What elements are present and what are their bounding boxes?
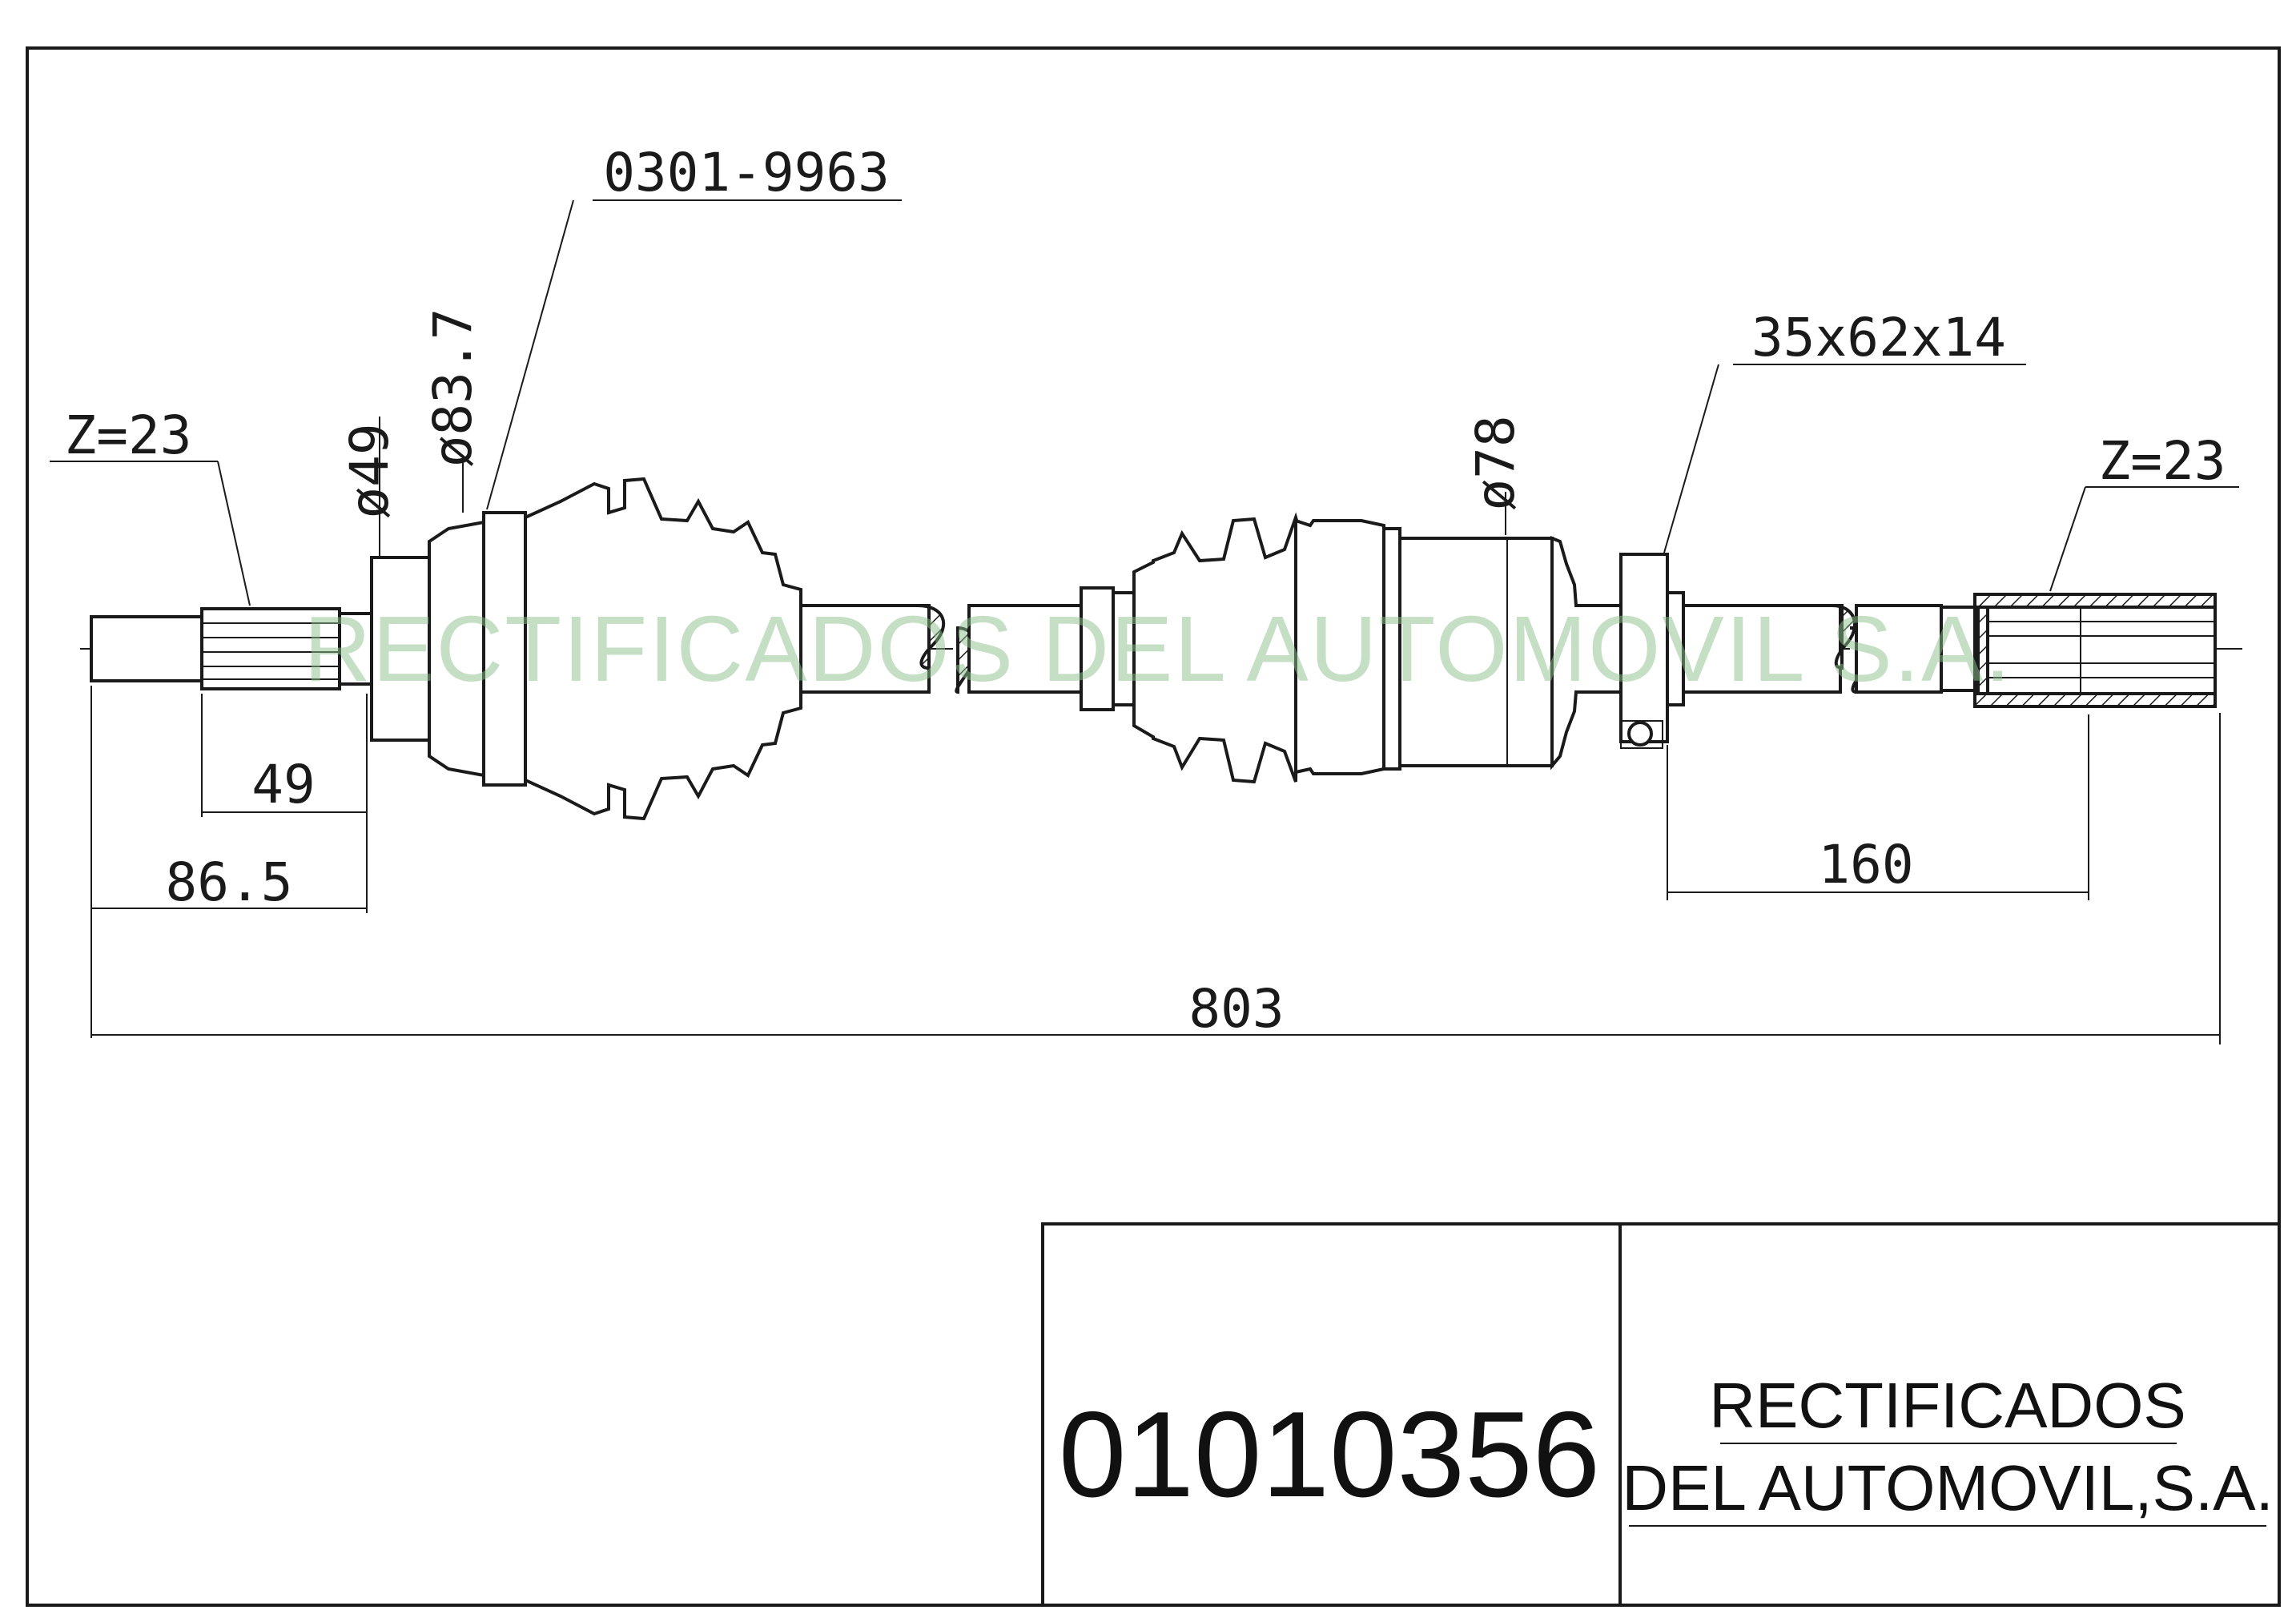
dimension-lines (90, 686, 2221, 1044)
company-name-line2: DEL AUTOMOVIL,S.A. (1622, 1452, 2274, 1523)
dimension-803: 803 (1188, 978, 1284, 1040)
part-ref-callout: 0301-9963 (603, 142, 890, 203)
inner-joint-boot (524, 477, 802, 821)
dimension-160: 160 (1818, 834, 1913, 896)
callout-leaders (50, 199, 2239, 606)
title-block: 01010356 RECTIFICADOS DEL AUTOMOVIL,S.A. (1041, 1222, 2281, 1607)
drive-shaft (90, 477, 2217, 821)
bearing-size-callout: 35x62x14 (1751, 307, 2006, 368)
inner-joint-housing (370, 556, 431, 742)
diameter-83-7-callout: ø83.7 (422, 308, 484, 468)
spline-count-left: Z=23 (65, 404, 192, 466)
shaft-bar-right (1682, 604, 1842, 694)
company-watermark: RECTIFICADOS DEL AUTOMOVIL S.A. (304, 597, 2012, 701)
spline-count-right: Z=23 (2099, 430, 2226, 492)
dimension-49: 49 (251, 754, 315, 815)
bearing-ball (1627, 721, 1653, 747)
diameter-49-callout: ø49 (339, 423, 400, 518)
part-number: 01010356 (1059, 1387, 1600, 1523)
diameter-78-callout: ø78 (1465, 415, 1526, 510)
dimension-86-5: 86.5 (166, 851, 293, 913)
left-stub-end (90, 615, 203, 682)
company-name-line1: RECTIFICADOS (1709, 1370, 2186, 1441)
left-spline (200, 607, 341, 690)
right-spline-sleeve (1973, 593, 2217, 708)
